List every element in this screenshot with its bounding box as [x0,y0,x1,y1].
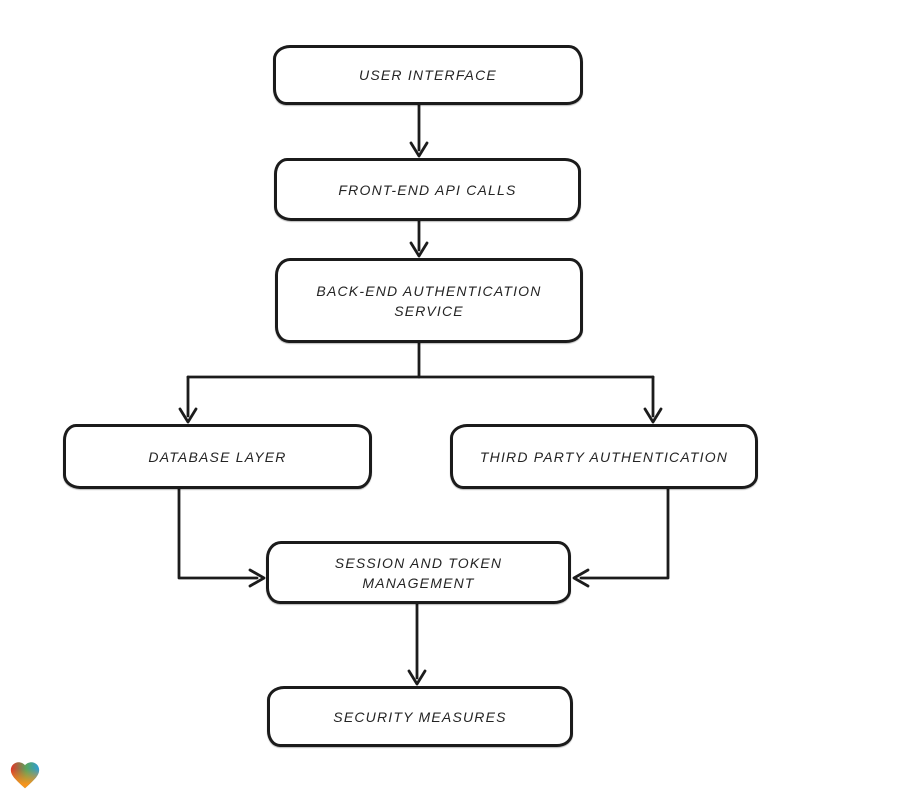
node-user-interface: USER INTERFACE [273,45,583,105]
edge-third-party-to-session [572,487,670,588]
node-security-measures: SECURITY MEASURES [267,686,573,747]
node-label: THIRD PARTY AUTHENTICATION [479,448,729,465]
edge-database-to-session [177,487,266,588]
node-label: USER INTERFACE [359,67,497,83]
node-label: SESSION AND TOKEN MANAGEMENT [334,554,503,591]
node-back-end-authentication-service: BACK-END AUTHENTICATION SERVICE [275,258,583,343]
node-session-and-token-management: SESSION AND TOKEN MANAGEMENT [266,541,571,604]
node-database-layer: DATABASE LAYER [63,424,372,489]
node-front-end-api-calls: FRONT-END API CALLS [274,158,581,221]
node-third-party-authentication: THIRD PARTY AUTHENTICATION [450,424,758,489]
node-label: BACK-END AUTHENTICATION SERVICE [316,282,542,319]
edge-user-interface-to-front-end [409,103,429,158]
arrowhead-down-icon [643,407,663,424]
edge-session-to-security [407,602,427,686]
edge-front-end-to-back-end [409,219,429,258]
node-label: DATABASE LAYER [148,448,287,465]
arrowhead-right-icon [248,568,266,588]
arrowhead-left-icon [572,568,590,588]
arrowhead-down-icon [178,407,198,424]
node-label: SECURITY MEASURES [333,708,507,725]
gradient-heart-logo-icon [10,762,40,789]
arrowhead-down-icon [409,141,429,158]
edge-back-end-branch [178,341,663,424]
arrowhead-down-icon [409,241,429,258]
node-label: FRONT-END API CALLS [338,181,517,198]
arrowhead-down-icon [407,669,427,686]
